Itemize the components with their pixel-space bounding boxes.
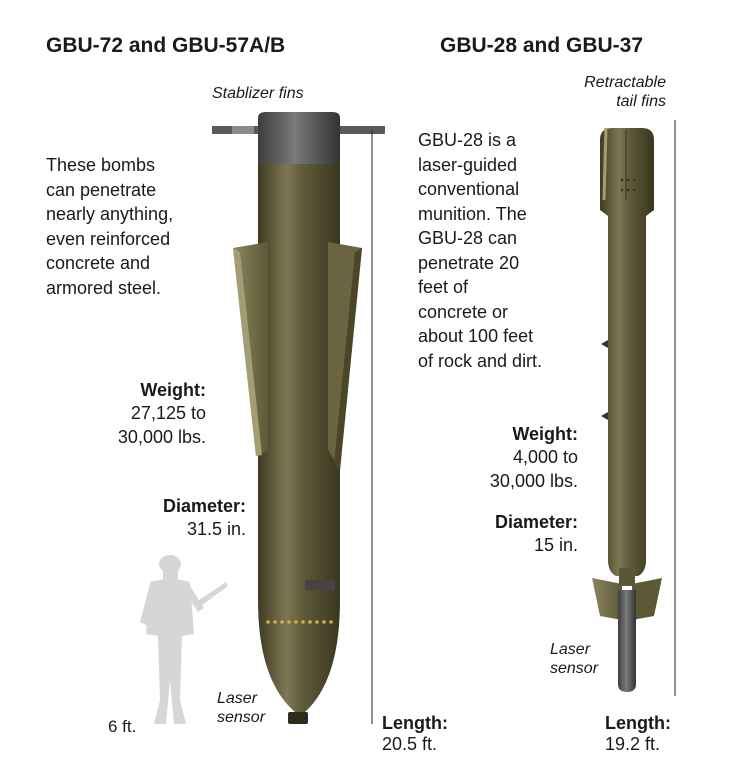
person-height-label: 6 ft.	[108, 717, 137, 736]
long-body	[600, 210, 654, 576]
right-weight-block: Weight: 4,000 to 30,000 lbs.	[450, 424, 578, 493]
left-weight-line: 27,125 to	[130, 403, 206, 423]
tail-cap	[258, 112, 340, 164]
right-title: GBU-28 and GBU-37	[440, 34, 644, 57]
left-length-block: Length: 20.5 ft.	[382, 713, 448, 755]
left-length-value: 20.5 ft.	[382, 734, 438, 754]
right-desc-line: GBU-28 is a	[418, 130, 517, 150]
left-length-label: Length:	[382, 713, 448, 733]
right-diameter-value: 15 in.	[533, 535, 578, 555]
tail-section	[600, 128, 654, 210]
left-desc-line: even reinforced	[46, 228, 171, 249]
right-length-label: Length:	[605, 713, 671, 733]
right-weight-label: Weight:	[512, 424, 578, 444]
right-weight-line: 4,000 to	[512, 447, 578, 467]
right-desc-line: munition. The	[418, 203, 527, 224]
left-desc-line: armored steel.	[46, 277, 162, 298]
left-weight-label: Weight:	[140, 380, 206, 400]
right-fins-line: Retractable	[584, 74, 666, 91]
left-desc-line: can penetrate	[46, 179, 157, 200]
left-diameter-label: Diameter:	[162, 496, 246, 516]
left-description: These bombs can penetrate nearly anythin…	[46, 153, 173, 300]
right-fins-line: tail fins	[616, 93, 666, 110]
front-fin-right	[632, 578, 662, 620]
right-sensor-line: sensor	[550, 660, 599, 677]
left-desc-line: nearly anything,	[46, 204, 174, 224]
right-desc-line: of rock and dirt.	[418, 350, 543, 371]
right-length-value: 19.2 ft.	[605, 734, 661, 754]
right-desc-line: conventional	[418, 179, 520, 199]
left-sensor-line: sensor	[217, 709, 266, 726]
left-fins-label: Stablizer fins	[212, 85, 304, 102]
right-diameter-label: Diameter:	[494, 512, 578, 532]
left-sensor-label: Laser sensor	[217, 689, 265, 727]
gbu28-bomb	[592, 127, 662, 692]
right-desc-line: feet of	[418, 277, 469, 297]
right-sensor-label: Laser sensor	[550, 640, 598, 678]
left-diameter-value: 31.5 in.	[186, 519, 246, 539]
gbu57-bomb	[212, 112, 385, 724]
laser-sensor-nose	[618, 590, 636, 692]
left-title: GBU-72 and GBU-57A/B	[46, 34, 286, 57]
person-silhouette	[140, 555, 228, 724]
right-fins-label: Retractable tail fins	[540, 73, 666, 111]
left-sensor-line: Laser	[217, 690, 258, 707]
left-diameter-block: Diameter: 31.5 in.	[120, 496, 246, 541]
right-sensor-line: Laser	[550, 641, 591, 658]
front-fin-left	[592, 578, 622, 620]
right-desc-line: penetrate 20	[418, 252, 520, 273]
right-desc-line: GBU-28 can	[418, 228, 518, 248]
left-weight-block: Weight: 27,125 to 30,000 lbs.	[80, 380, 206, 449]
right-weight-line: 30,000 lbs.	[489, 471, 578, 491]
right-desc-line: concrete or	[418, 301, 509, 322]
right-desc-line: about 100 feet	[418, 326, 534, 346]
bomb-body	[258, 164, 340, 712]
right-diameter-block: Diameter: 15 in.	[450, 512, 578, 557]
left-desc-line: These bombs	[46, 155, 156, 175]
left-weight-line: 30,000 lbs.	[117, 427, 206, 447]
right-length-block: Length: 19.2 ft.	[605, 713, 671, 755]
right-description: GBU-28 is a laser-guided conventional mu…	[418, 128, 542, 373]
right-desc-line: laser-guided	[418, 154, 518, 175]
left-desc-line: concrete and	[46, 253, 151, 273]
